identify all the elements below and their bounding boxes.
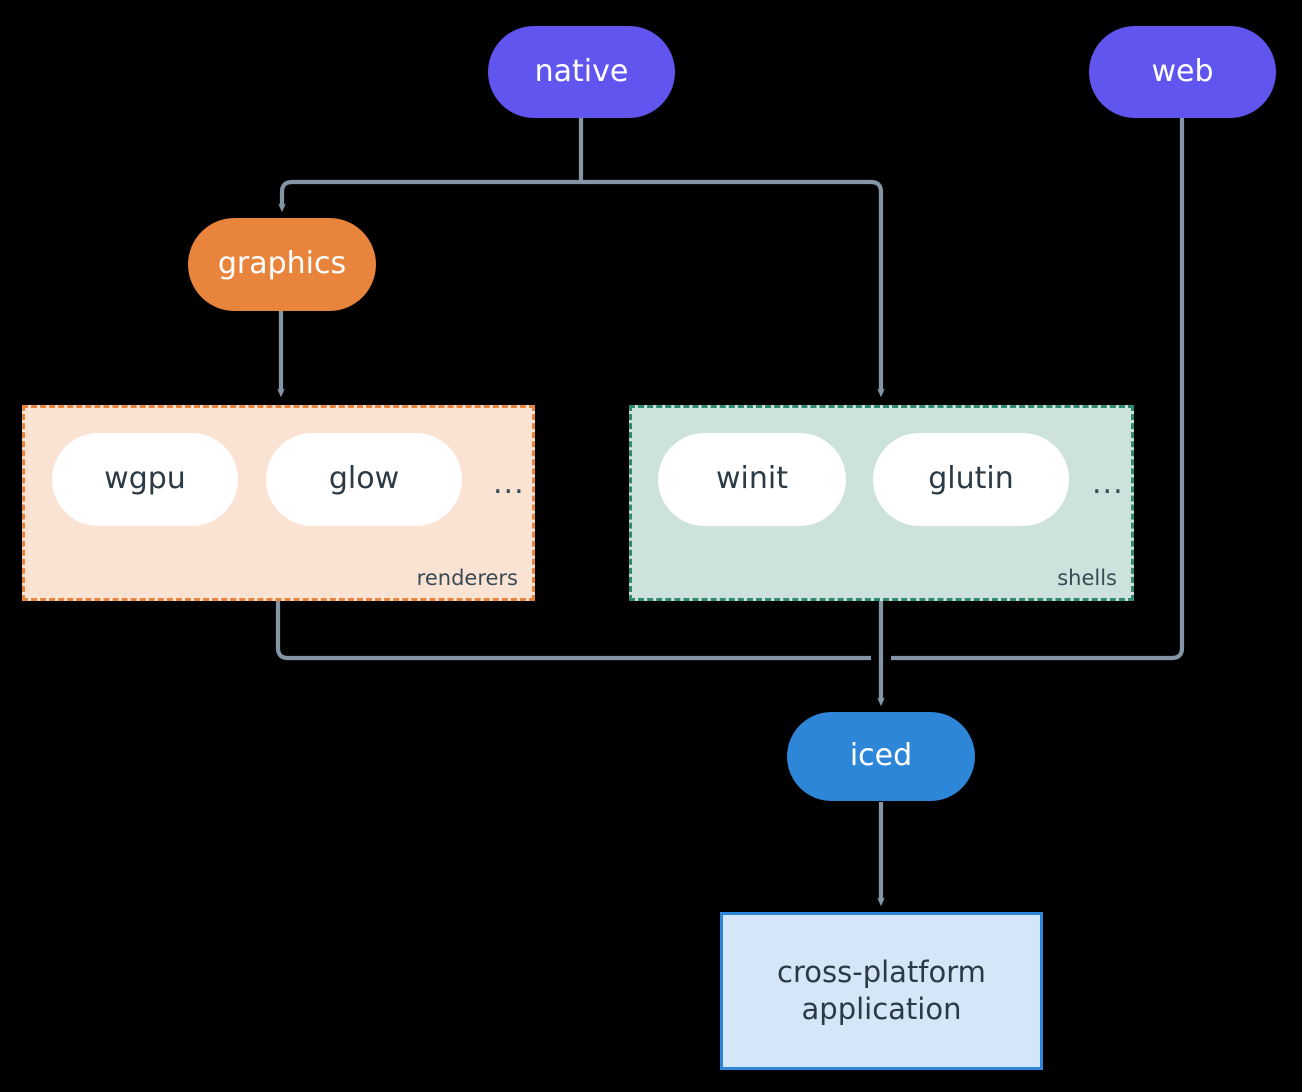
node-wgpu[interactable]: wgpu: [52, 433, 238, 526]
node-winit-label: winit: [716, 461, 788, 497]
node-graphics-label: graphics: [217, 246, 347, 282]
node-wgpu-label: wgpu: [104, 461, 186, 497]
group-renderers: wgpu glow ... renderers: [22, 405, 535, 601]
node-application-line2: application: [801, 992, 962, 1026]
edge-renderers-to-iced: [275, 601, 871, 661]
renderers-ellipsis: ...: [493, 466, 525, 501]
node-graphics[interactable]: graphics: [188, 218, 376, 311]
edge-native-to-shells: [581, 179, 885, 398]
shells-ellipsis: ...: [1092, 466, 1124, 501]
node-application[interactable]: cross-platform application: [720, 912, 1043, 1070]
node-web-label: web: [1151, 53, 1214, 89]
node-native[interactable]: native: [488, 26, 675, 118]
group-renderers-label: renderers: [416, 566, 518, 590]
node-winit[interactable]: winit: [658, 433, 846, 526]
node-iced-label: iced: [849, 738, 913, 774]
node-iced[interactable]: iced: [787, 712, 975, 801]
node-glow[interactable]: glow: [266, 433, 462, 526]
edge-native-to-graphics: [278, 179, 581, 213]
group-shells: winit glutin ... shells: [629, 405, 1134, 601]
node-glutin[interactable]: glutin: [873, 433, 1069, 526]
node-glow-label: glow: [328, 461, 400, 497]
node-application-line1: cross-platform: [777, 954, 986, 989]
node-native-label: native: [534, 53, 629, 89]
node-web[interactable]: web: [1089, 26, 1276, 118]
node-glutin-label: glutin: [928, 461, 1014, 497]
group-shells-label: shells: [1057, 566, 1117, 590]
